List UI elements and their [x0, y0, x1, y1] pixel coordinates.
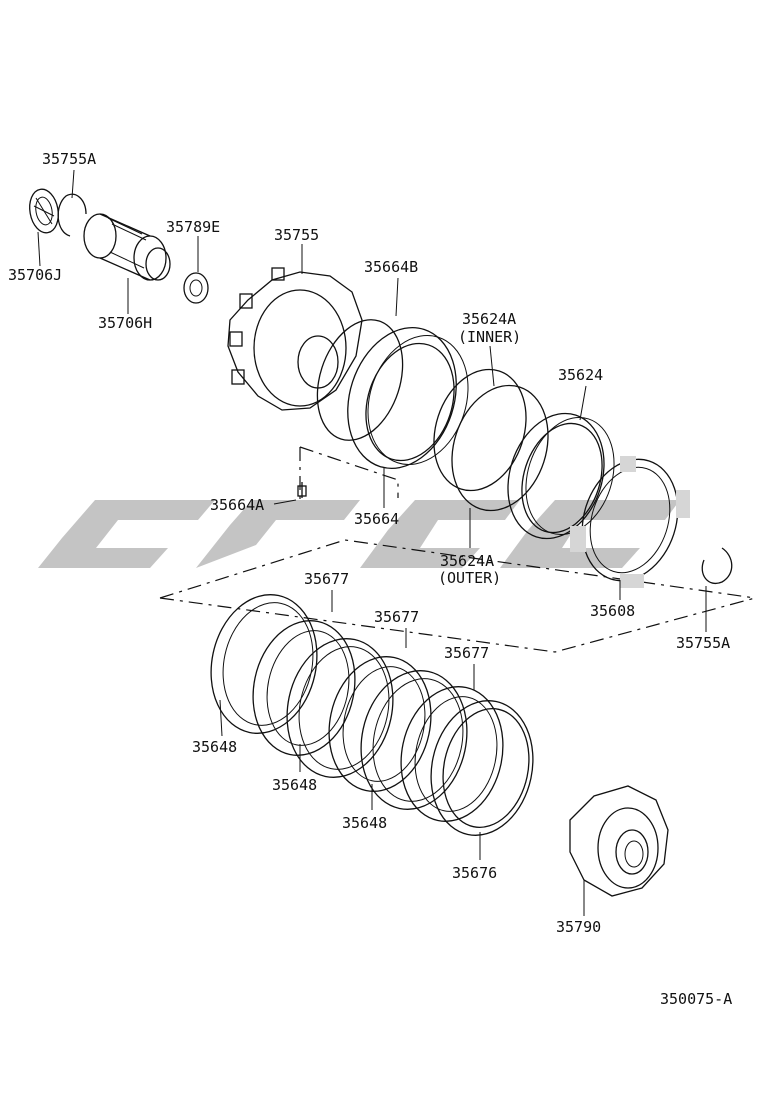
check-ball-35664A[interactable]	[297, 482, 307, 498]
label-35677-2: 35677	[374, 608, 419, 626]
thrust-washer-35789E[interactable]	[183, 272, 209, 304]
snap-ring-35755A-top[interactable]	[57, 193, 87, 237]
label-35664: 35664	[354, 510, 399, 528]
label-35624: 35624	[558, 366, 603, 384]
clutch-plate-35648-c[interactable]	[349, 661, 480, 820]
label-35706J: 35706J	[8, 266, 62, 284]
label-outer-note: (OUTER)	[438, 569, 501, 587]
shaft-35706H[interactable]	[83, 213, 171, 281]
seal-35624A-inner[interactable]	[419, 357, 541, 502]
needle-bearing-35706J[interactable]	[26, 187, 61, 235]
label-35648-3: 35648	[342, 814, 387, 832]
assembly-frame	[159, 446, 756, 653]
diagram-code: 350075-A	[660, 990, 732, 1008]
clutch-disc-35677-c[interactable]	[389, 677, 515, 831]
clutch-disc-35677-a[interactable]	[241, 611, 367, 765]
label-35677-1: 35677	[304, 570, 349, 588]
label-35664A: 35664A	[210, 496, 264, 514]
label-inner-note: (INNER)	[458, 328, 521, 346]
label-35648-2: 35648	[272, 776, 317, 794]
clutch-plate-35648-a[interactable]	[199, 585, 330, 744]
label-35755: 35755	[274, 226, 319, 244]
label-35677-3: 35677	[444, 644, 489, 662]
snap-ring-35664B[interactable]	[303, 309, 417, 452]
return-spring-35608[interactable]	[567, 447, 693, 593]
leader-lines	[37, 169, 707, 916]
label-35755A-top: 35755A	[42, 150, 96, 168]
label-35789E: 35789E	[166, 218, 220, 236]
label-35664B: 35664B	[364, 258, 418, 276]
flange-35676[interactable]	[419, 691, 545, 845]
piston-35624[interactable]	[492, 401, 628, 551]
label-35608: 35608	[590, 602, 635, 620]
piston-35664[interactable]	[330, 313, 484, 482]
clutch-plate-35648-b[interactable]	[275, 629, 406, 788]
clutch-drum-35755[interactable]	[227, 267, 363, 411]
label-35676: 35676	[452, 864, 497, 882]
label-35648-1: 35648	[192, 738, 237, 756]
label-35624A-inner: 35624A	[462, 310, 516, 328]
clutch-hub-35790[interactable]	[569, 785, 669, 897]
watermark-logo	[38, 500, 680, 568]
label-35755A-right: 35755A	[676, 634, 730, 652]
part-labels: 35755A 35706J 35706H 35789E 35755 35664B…	[8, 150, 732, 1008]
clutch-disc-35677-b[interactable]	[317, 647, 443, 801]
snap-ring-35755A-right[interactable]	[701, 547, 733, 585]
label-35706H: 35706H	[98, 314, 152, 332]
label-35624A-outer: 35624A	[440, 552, 494, 570]
label-35790: 35790	[556, 918, 601, 936]
seal-35624A-outer[interactable]	[436, 373, 563, 523]
